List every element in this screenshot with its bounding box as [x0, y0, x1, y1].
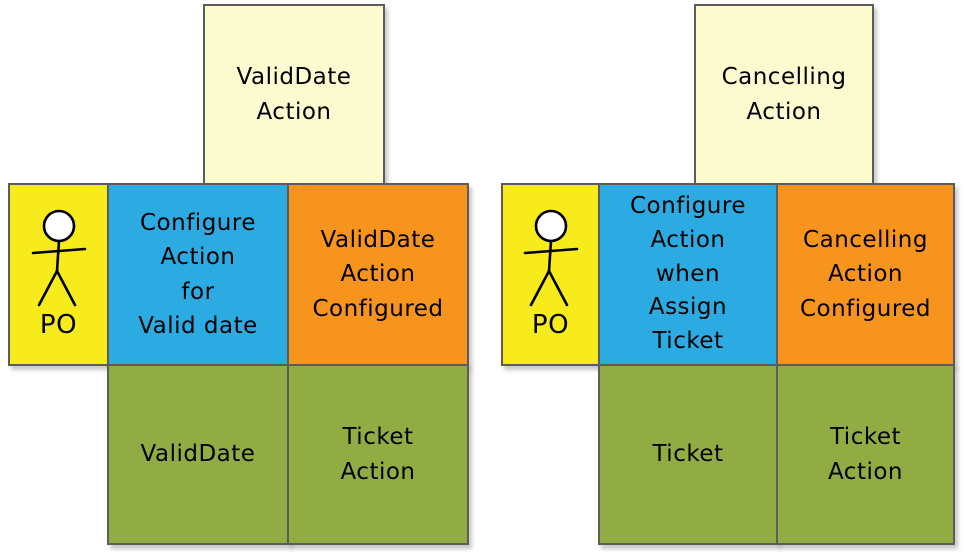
- actor-label: PO: [39, 310, 78, 341]
- card-ticket-action-right: Ticket Action: [776, 364, 955, 545]
- card-actor-po-left: PO: [8, 183, 109, 366]
- card-label: ValidDate: [140, 441, 256, 468]
- card-label: Ticket Action: [340, 424, 416, 485]
- card-actor-po-right: PO: [501, 183, 600, 366]
- note-cancelling-action: Cancelling Action: [694, 4, 874, 185]
- card-label: Configure Action for Valid date: [138, 209, 258, 340]
- note-label: ValidDate Action: [236, 64, 352, 125]
- card-configure-action-valid-date: Configure Action for Valid date: [107, 183, 289, 366]
- card-ticket-action-left: Ticket Action: [287, 364, 469, 545]
- card-label: ValidDate Action Configured: [312, 226, 444, 322]
- stick-figure-icon: [31, 209, 86, 307]
- note-label: Cancelling Action: [721, 64, 847, 125]
- card-cancelling-action-configured: Cancelling Action Configured: [776, 183, 955, 366]
- card-configure-action-assign-ticket: Configure Action when Assign Ticket: [598, 183, 778, 366]
- card-label: Ticket: [652, 441, 724, 468]
- card-label: Cancelling Action Configured: [799, 226, 932, 322]
- card-ticket: Ticket: [598, 364, 778, 545]
- card-label: Configure Action when Assign Ticket: [630, 193, 746, 355]
- card-validdate: ValidDate: [107, 364, 289, 545]
- note-validdate-action: ValidDate Action: [203, 4, 385, 185]
- stick-figure-icon: [523, 209, 578, 307]
- card-validdate-action-configured: ValidDate Action Configured: [287, 183, 469, 366]
- actor-label: PO: [531, 310, 570, 341]
- card-label: Ticket Action: [827, 424, 904, 485]
